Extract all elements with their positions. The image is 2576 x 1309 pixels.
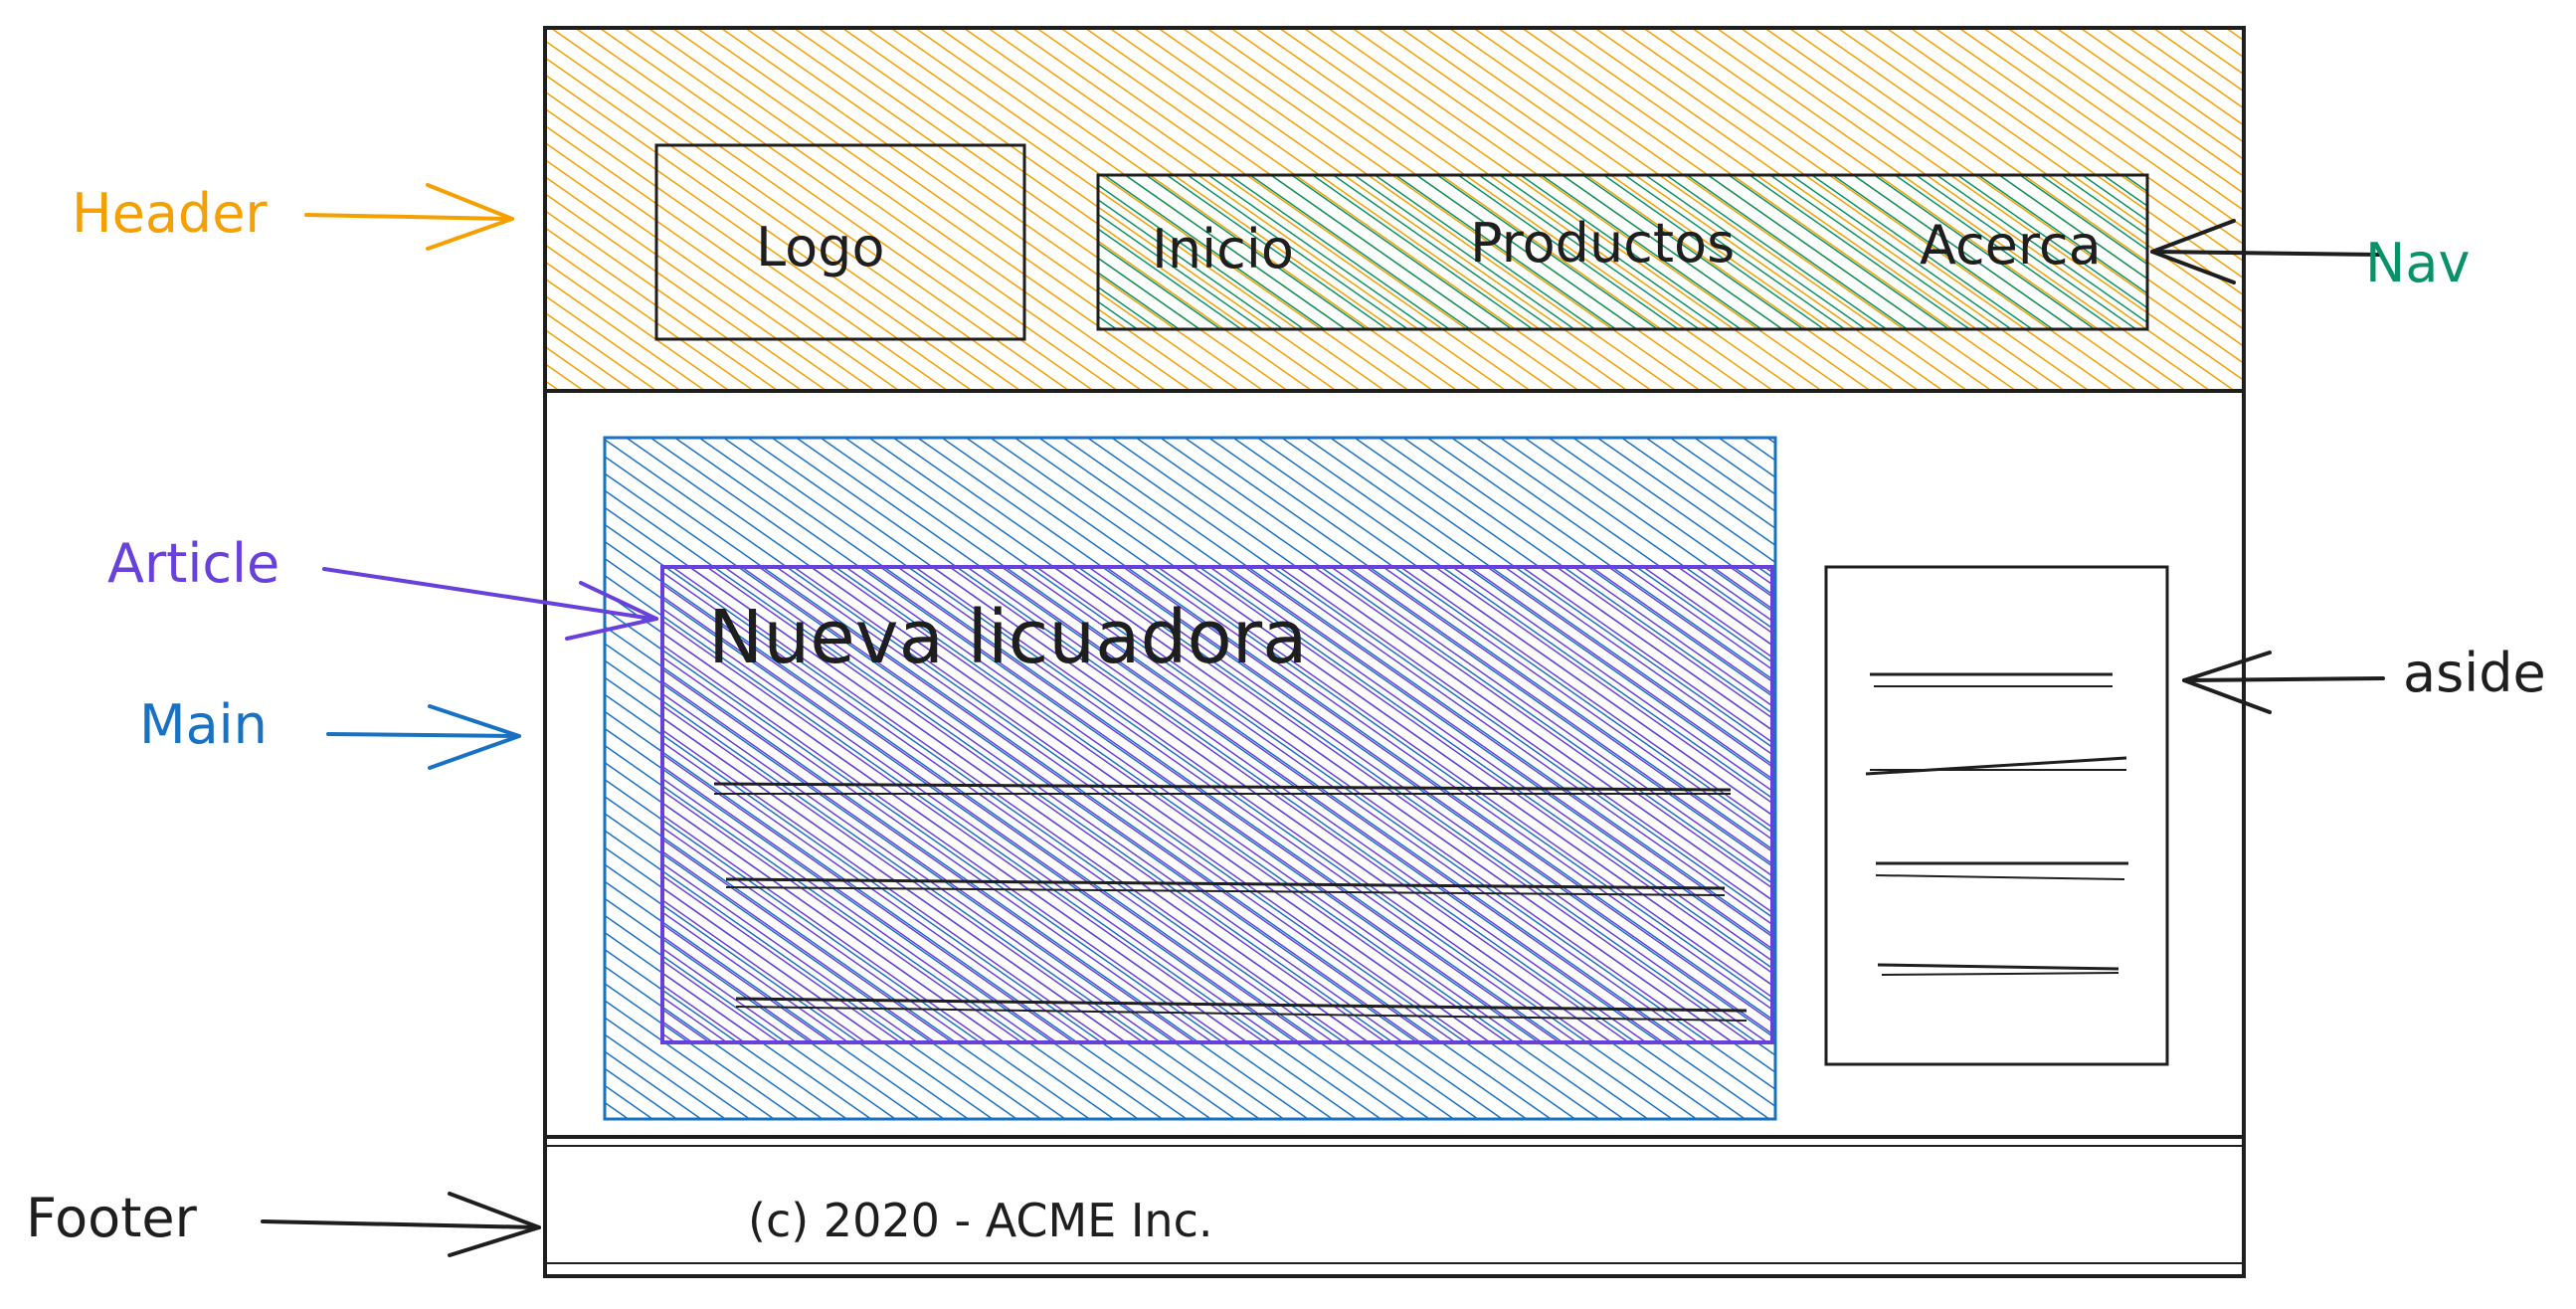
article-line — [735, 1006, 1748, 1022]
footer-text: (c) 2020 - ACME Inc. — [748, 1194, 1213, 1247]
nav-arrow — [2150, 219, 2381, 284]
article-region — [660, 565, 1774, 1044]
header-label: Header — [72, 182, 268, 245]
footer-label: Footer — [26, 1187, 197, 1249]
article-arrow — [322, 567, 658, 641]
article-label: Article — [107, 532, 280, 595]
main-label: Main — [139, 693, 268, 756]
aside-label: aside — [2403, 642, 2546, 704]
aside-line — [1865, 756, 2127, 776]
nav-label: Nav — [2365, 232, 2471, 294]
article-line — [725, 877, 1726, 890]
article-line — [713, 782, 1732, 792]
nav-box — [1096, 173, 2149, 331]
footer-arrow — [261, 1192, 541, 1257]
logo-box — [654, 143, 1026, 341]
page-frame — [543, 26, 2246, 1278]
nav-item-inicio: Inicio — [1152, 218, 1294, 280]
nav-item-acerca: Acerca — [1920, 214, 2102, 277]
logo-text: Logo — [756, 216, 885, 279]
aside-line — [1881, 972, 2119, 976]
aside-box — [1824, 565, 2169, 1066]
main-arrow — [326, 704, 521, 770]
article-line — [735, 997, 1748, 1013]
article-line — [725, 886, 1726, 896]
aside-line — [1877, 963, 2119, 971]
aside-line — [1875, 874, 2125, 880]
article-title: Nueva licuadora — [708, 595, 1308, 680]
header-arrow — [304, 183, 514, 251]
aside-arrow — [2182, 651, 2385, 714]
nav-item-productos: Productos — [1470, 212, 1736, 275]
